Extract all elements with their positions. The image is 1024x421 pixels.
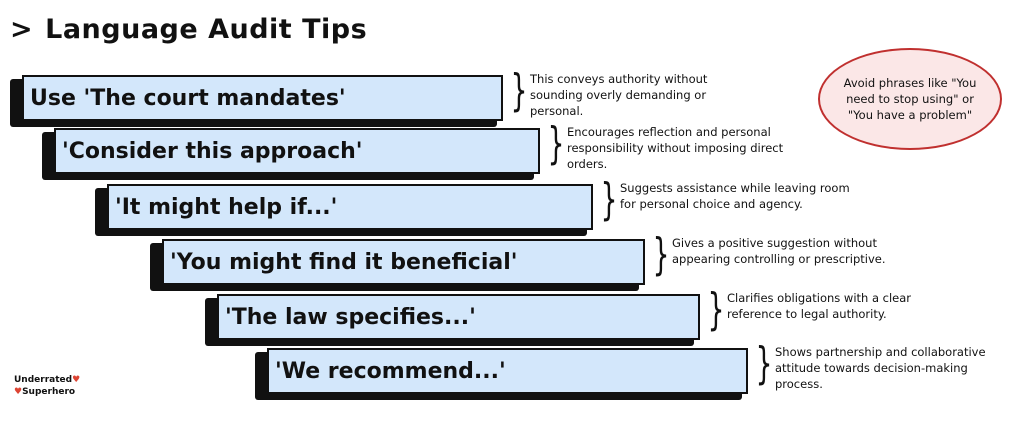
page-title: >Language Audit Tips xyxy=(10,14,368,45)
brace-icon: } xyxy=(755,338,773,389)
step-bar: Use 'The court mandates' xyxy=(10,75,503,127)
step-bar: 'We recommend...' xyxy=(255,348,748,400)
step-description: Encourages reflection and personal respo… xyxy=(567,125,784,171)
step-bar: 'Consider this approach' xyxy=(42,128,540,180)
step-label: Use 'The court mandates' xyxy=(22,75,503,121)
step-bar: 'You might find it beneficial' xyxy=(150,239,645,291)
step-label: 'It might help if...' xyxy=(107,184,593,230)
brace-icon: } xyxy=(600,174,618,225)
brace-icon: } xyxy=(547,118,565,169)
step-description: Clarifies obligations with a clear refer… xyxy=(727,291,912,321)
step-bar: 'The law specifies...' xyxy=(205,294,700,346)
warning-callout: Avoid phrases like "You need to stop usi… xyxy=(818,48,1002,150)
step-description: Gives a positive suggestion without appe… xyxy=(672,236,886,266)
brace-icon: } xyxy=(652,229,670,280)
step-label: 'We recommend...' xyxy=(267,348,748,394)
step-description: This conveys authority without sounding … xyxy=(530,72,708,118)
step-label: 'Consider this approach' xyxy=(54,128,540,174)
chevron-right-icon: > xyxy=(10,14,34,45)
brand-logo: Underrated♥ ♥Superhero xyxy=(14,375,81,397)
step-label: 'You might find it beneficial' xyxy=(162,239,645,285)
brace-icon: } xyxy=(510,65,528,116)
step-description: Shows partnership and collaborative atti… xyxy=(775,345,986,391)
brace-icon: } xyxy=(707,284,725,335)
step-bar: 'It might help if...' xyxy=(95,184,593,236)
step-label: 'The law specifies...' xyxy=(217,294,700,340)
step-description: Suggests assistance while leaving room f… xyxy=(620,181,850,211)
